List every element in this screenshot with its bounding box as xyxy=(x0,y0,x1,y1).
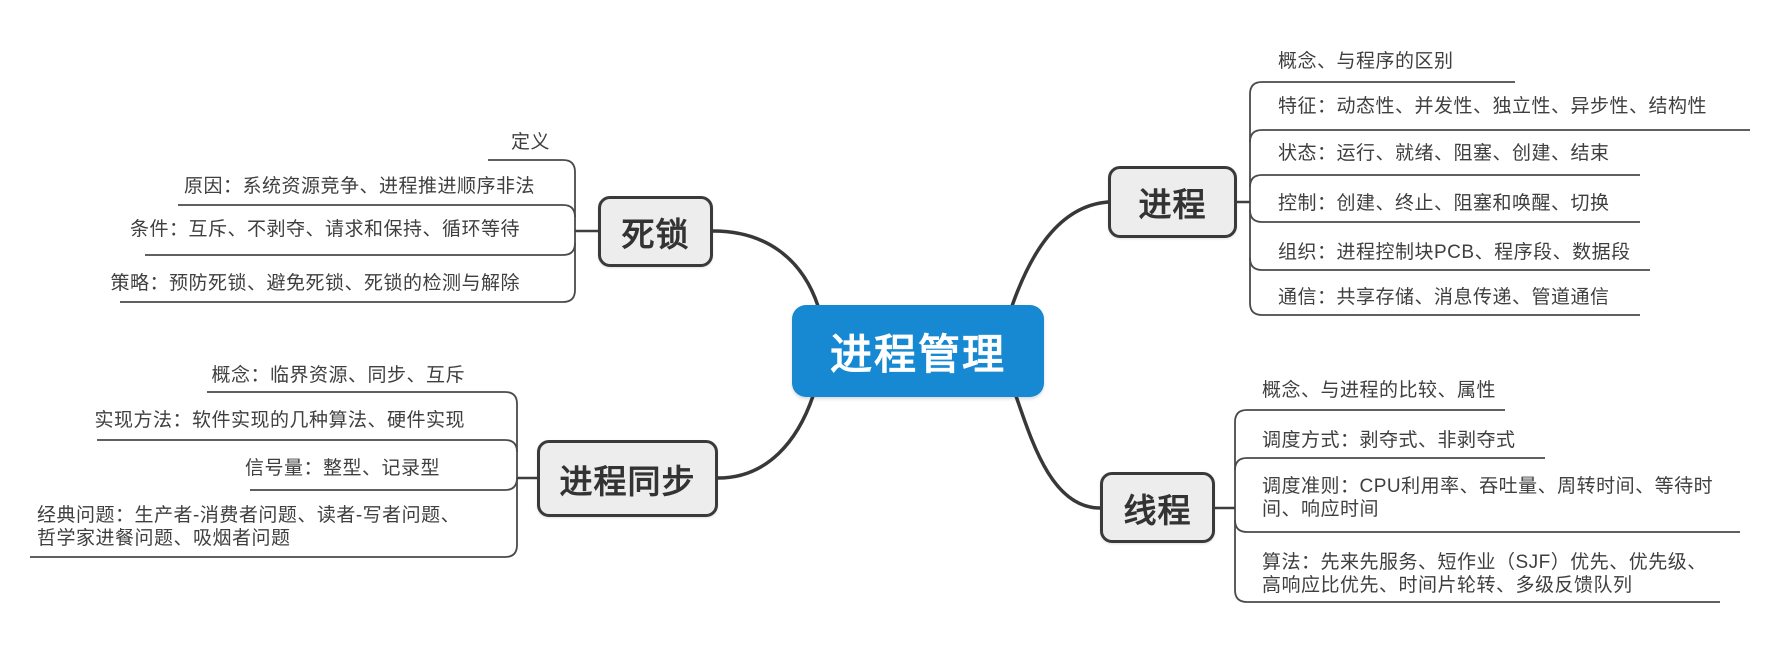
subtopic-thread-algorithms[interactable]: 算法：先来先服务、短作业（SJF）优先、优先级、高响应比优先、时间片轮转、多级反… xyxy=(1262,552,1707,596)
branch-topic-thread-label: 线程 xyxy=(1123,491,1192,529)
branch-topic-process-sync[interactable]: 进程同步 xyxy=(537,440,718,517)
subtopic-process-control[interactable]: 控制：创建、终止、阻塞和唤醒、切换 xyxy=(1278,193,1610,214)
subtopic-thread-scheduling-criteria[interactable]: 调度准则：CPU利用率、吞吐量、周转时间、等待时间、响应时间 xyxy=(1262,476,1714,520)
central-topic-label: 进程管理 xyxy=(829,330,1006,378)
subtopic-deadlock-definition[interactable]: 定义 xyxy=(510,132,550,153)
subtopic-sync-semaphore[interactable]: 信号量：整型、记录型 xyxy=(244,458,440,479)
subtopic-process-features[interactable]: 特征：动态性、并发性、独立性、异步性、结构性 xyxy=(1278,96,1708,117)
branch-topic-process-label: 进程 xyxy=(1138,186,1207,223)
branch-topic-thread[interactable]: 线程 xyxy=(1100,472,1215,543)
center-branch-curves xyxy=(711,200,1110,510)
central-topic[interactable]: 进程管理 xyxy=(792,305,1044,397)
subtopic-deadlock-conditions[interactable]: 条件：互斥、不剥夺、请求和保持、循环等待 xyxy=(129,219,520,240)
branch-underlines xyxy=(30,81,1750,603)
subtopic-sync-implementation[interactable]: 实现方法：软件实现的几种算法、硬件实现 xyxy=(94,410,465,431)
subtopic-deadlock-strategies[interactable]: 策略：预防死锁、避免死锁、死锁的检测与解除 xyxy=(110,273,520,294)
subtopic-process-states[interactable]: 状态：运行、就绪、阻塞、创建、结束 xyxy=(1278,143,1610,164)
branch-topic-process[interactable]: 进程 xyxy=(1108,166,1237,238)
subtopic-sync-concept[interactable]: 概念：临界资源、同步、互斥 xyxy=(211,365,465,386)
subtopic-process-organization[interactable]: 组织：进程控制块PCB、程序段、数据段 xyxy=(1278,242,1631,263)
branch-topic-process-sync-label: 进程同步 xyxy=(559,462,696,500)
subtopic-thread-concept[interactable]: 概念、与进程的比较、属性 xyxy=(1262,380,1497,401)
branch-topic-deadlock[interactable]: 死锁 xyxy=(598,196,713,267)
subtopic-sync-classic-problems[interactable]: 经典问题：生产者-消费者问题、读者-写者问题、哲学家进餐问题、吸烟者问题 xyxy=(37,505,461,549)
subtopic-process-communication[interactable]: 通信：共享存储、消息传递、管道通信 xyxy=(1278,287,1610,308)
subtopic-process-concept[interactable]: 概念、与程序的区别 xyxy=(1278,51,1454,72)
subtopic-deadlock-causes[interactable]: 原因：系统资源竞争、进程推进顺序非法 xyxy=(183,176,535,197)
subtopic-thread-scheduling-mode[interactable]: 调度方式：剥夺式、非剥夺式 xyxy=(1262,430,1516,451)
branch-topic-deadlock-label: 死锁 xyxy=(621,215,690,253)
branch-stubs xyxy=(517,200,1250,510)
